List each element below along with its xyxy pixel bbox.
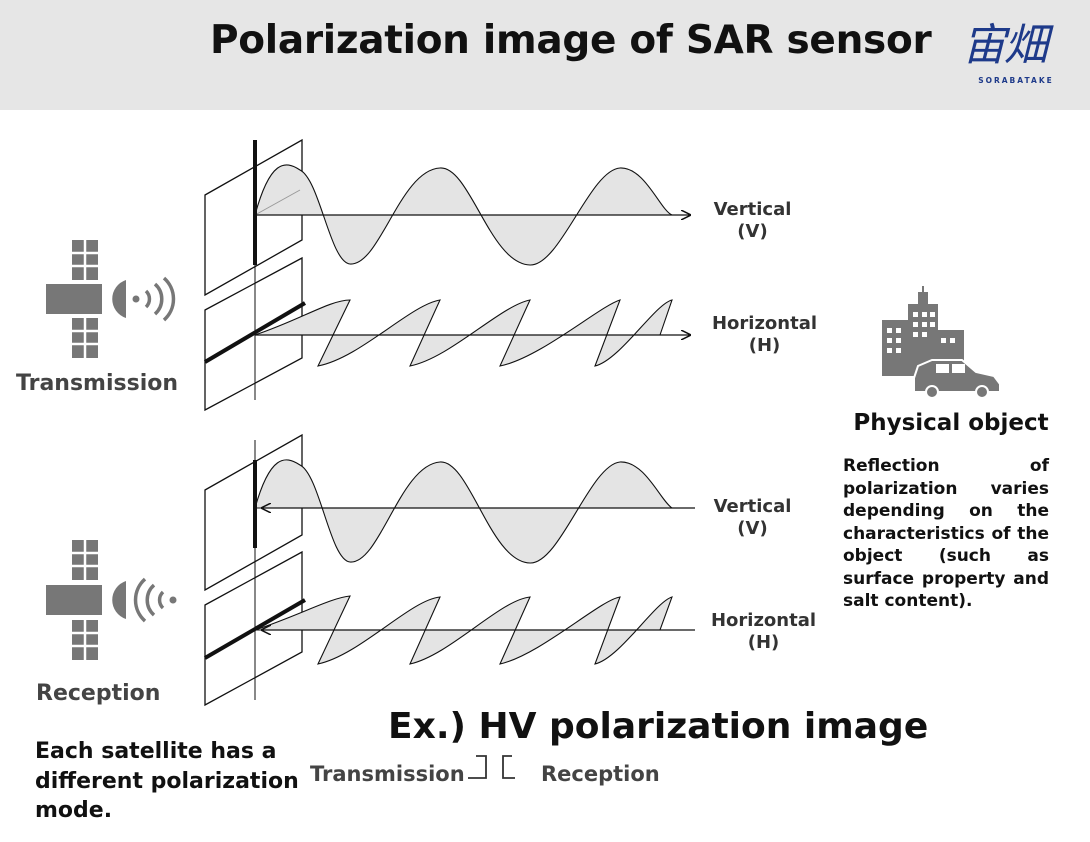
city-buildings-icon [882,286,964,376]
logo-brand: SORABATAKE [978,76,1054,85]
logo-glyphs: 宙畑 [962,20,1048,71]
tx-vertical-label-line1: Vertical [713,199,792,220]
rx-vertical-wave [204,433,695,700]
tx-vertical-wave [204,138,690,400]
car-icon [913,359,1001,399]
tx-satellite-icon [46,240,126,358]
tx-rx-bracket [468,755,515,779]
tx-horizontal-wave [203,256,690,412]
satellite-mode-note: Each satellite has a different polarizat… [35,739,299,823]
tx-vertical-label: Vertical (V) [700,199,805,243]
rx-vertical-label: Vertical (V) [700,496,805,540]
example-reception-label: Reception [541,762,660,786]
page-title: Polarization image of SAR sensor [210,18,932,63]
rx-horizontal-label: Horizontal (H) [706,610,821,654]
tx-vertical-label-line2: (V) [737,221,768,242]
tx-horizontal-label: Horizontal (H) [707,313,822,357]
rx-horizontal-label-line2: (H) [747,632,780,653]
rx-signal-waves-icon [133,577,177,623]
transmission-label: Transmission [16,371,179,396]
tx-horizontal-label-line2: (H) [748,335,781,356]
example-transmission-label: Transmission [310,762,465,786]
rx-horizontal-wave [203,550,695,707]
tx-horizontal-label-line1: Horizontal [711,313,818,334]
rx-satellite-icon [46,540,126,660]
header-bar [0,0,1090,110]
physical-object-description: Reflection of polarization varies depend… [843,456,1049,611]
rx-horizontal-label-line1: Horizontal [710,610,817,631]
rx-vertical-label-line2: (V) [737,518,768,539]
rx-vertical-label-line1: Vertical [713,496,792,517]
tx-signal-waves-icon [132,276,176,322]
reception-label: Reception [36,681,161,706]
example-title: Ex.) HV polarization image [388,706,929,747]
physical-object-title: Physical object [853,410,1049,436]
